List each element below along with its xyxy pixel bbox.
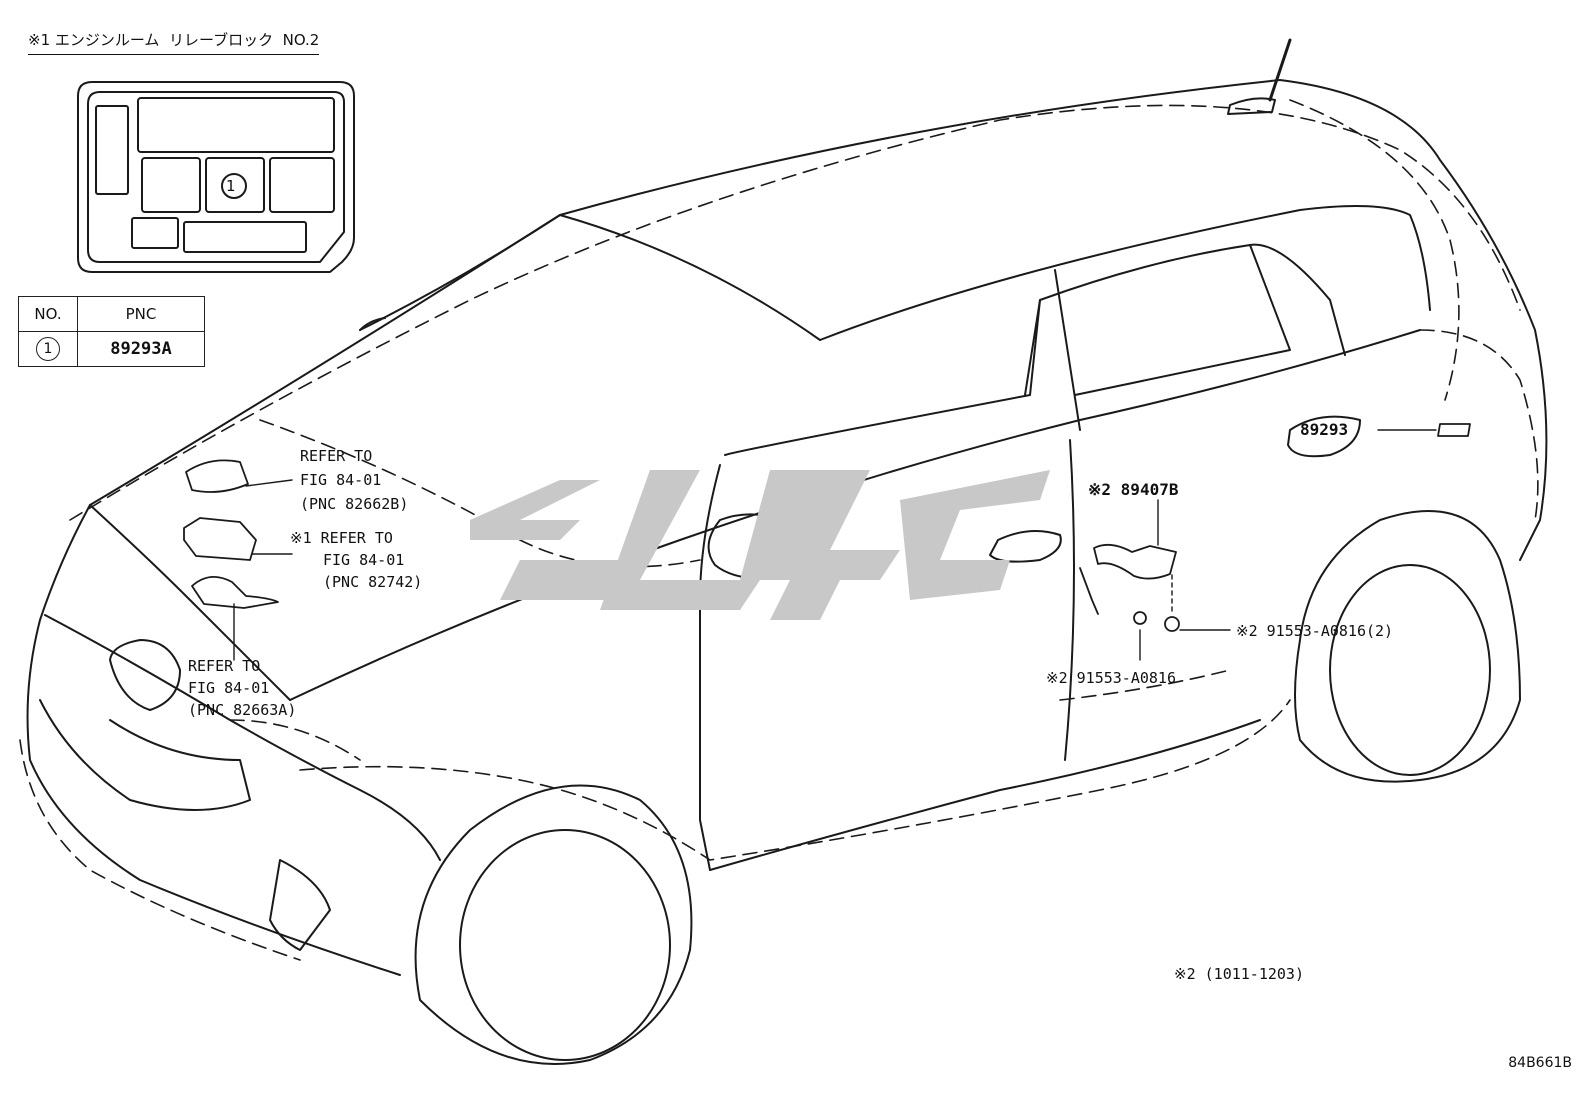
applicability-note: ※2 (1011-1203) [1174,965,1304,983]
car-body-outline [26,38,1548,1065]
pnc-row-value: 89293A [77,331,205,367]
callout-89293: 89293 [1300,420,1349,439]
relay-slot-marker: 1 [226,177,236,195]
callout-89407b: ※2 89407B [1088,480,1179,499]
callout-82662b-line3: (PNC 82662B) [300,495,409,513]
pnc-header-no: NO. [18,296,78,332]
pnc-header-pnc: PNC [77,296,205,332]
callout-82663a-line2: FIG 84-01 [188,679,270,697]
callout-82663a-line1: REFER TO [188,657,261,675]
callout-82662b-line1: REFER TO [300,447,373,465]
leader-lines [233,429,1437,661]
pnc-row-no: 1 [36,337,60,361]
relay-block-title: ※1 エンジンルーム リレーブロック NO.2 [28,28,320,55]
callout-82742-line3: (PNC 82742) [323,573,423,591]
callout-82742-line1: ※1 REFER TO [290,529,393,547]
callout-bolt-left: ※2 91553-A0816 [1046,669,1176,687]
relay-slot-marker-circle [221,173,247,199]
illustration-code: 84B661B [1508,1055,1572,1071]
table-row: 1 89293A [18,331,205,367]
pnc-row-no-cell: 1 [18,331,78,367]
callout-82663a-line3: (PNC 82663A) [188,701,297,719]
watermark-logo [470,470,1050,620]
callout-bolt-right: ※2 91553-A0816(2) [1236,622,1394,640]
relay-block-drawing [77,81,355,273]
pnc-table-header-row: NO. PNC [18,296,205,332]
callout-82662b-line2: FIG 84-01 [300,471,382,489]
pnc-table: NO. PNC 1 89293A [18,296,205,367]
callout-82742-line2: FIG 84-01 [323,551,405,569]
component-drawings [183,423,1471,632]
